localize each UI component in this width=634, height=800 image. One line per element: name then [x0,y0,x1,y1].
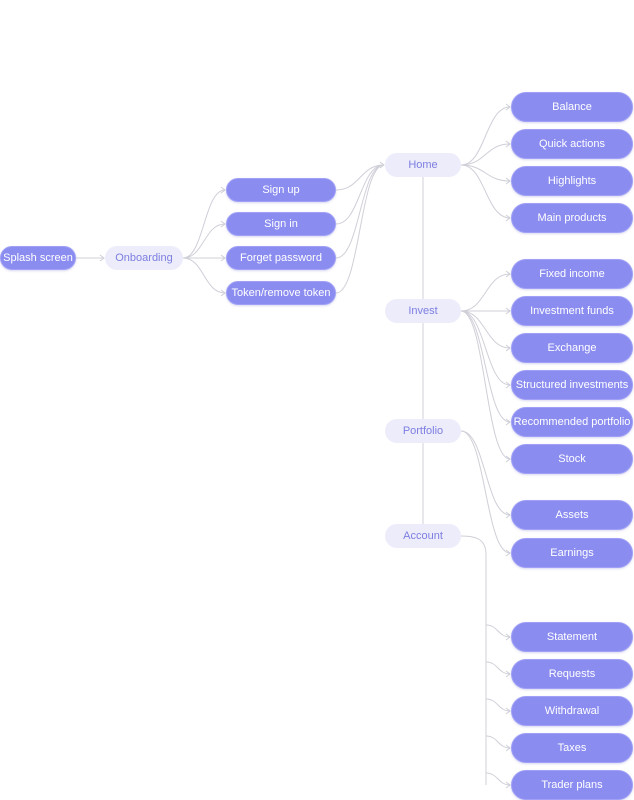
node-withdrawal: Withdrawal [511,696,633,726]
node-recommended-portfolio: Recommended portfolio [511,407,633,437]
node-forget-password: Forget password [226,246,336,270]
connector-line [485,624,511,638]
connector-line [335,164,385,259]
connector-arrow [505,455,511,463]
connector-line [460,430,511,554]
connector-arrow [505,177,511,185]
connector-line [460,310,511,386]
connector-arrow [505,381,511,389]
connector-line [182,223,226,259]
connector-arrow [505,707,511,715]
connector-line [460,430,511,516]
node-main-products: Main products [511,203,633,233]
connector-line [485,735,511,749]
connector-line [182,189,226,259]
node-assets: Assets [511,500,633,530]
connector-arrow [505,418,511,426]
connector-arrow [505,781,511,789]
connector-line [485,661,511,675]
connector-arrow [505,633,511,641]
node-invest: Invest [385,299,461,323]
connector-arrow [220,186,226,194]
node-balance: Balance [511,92,633,122]
connector-arrow [220,289,226,297]
node-taxes: Taxes [511,733,633,763]
connector-line [460,310,511,423]
node-account: Account [385,524,461,548]
connector-arrow [505,670,511,678]
node-quick-actions: Quick actions [511,129,633,159]
connector-arrow [505,307,511,315]
connector-arrow [505,270,511,278]
connector-line [460,535,487,785]
node-investment-funds: Investment funds [511,296,633,326]
connector-arrow [505,103,511,111]
connector-line [335,164,385,191]
connector-arrow [220,254,226,262]
connector-arrow [379,161,385,169]
node-token-remove-token: Token/remove token [226,281,336,305]
node-onboarding: Onboarding [105,246,183,270]
connector-line [460,273,511,312]
node-structured-investments: Structured investments [511,370,633,400]
node-requests: Requests [511,659,633,689]
node-stock: Stock [511,444,633,474]
node-fixed-income: Fixed income [511,259,633,289]
connector-line [335,164,385,225]
connector-line [182,257,226,294]
connector-line [485,698,511,712]
connector-arrow [220,220,226,228]
connector-line [460,310,511,349]
connector-line [485,772,511,786]
connector-arrow [505,744,511,752]
node-home: Home [385,153,461,177]
connector-line [460,164,511,219]
node-sign-in: Sign in [226,212,336,236]
node-highlights: Highlights [511,166,633,196]
node-splash-screen: Splash screen [0,246,76,270]
node-portfolio: Portfolio [385,419,461,443]
connector-line [460,310,511,460]
connector-line [460,106,511,166]
node-sign-up: Sign up [226,178,336,202]
connector-arrow [505,511,511,519]
connector-arrow [505,214,511,222]
node-earnings: Earnings [511,538,633,568]
connector-arrow [505,549,511,557]
connector-line [335,164,385,294]
connector-arrow [99,254,105,262]
node-exchange: Exchange [511,333,633,363]
connector-arrow [505,140,511,148]
connector-line [460,143,511,166]
node-trader-plans: Trader plans [511,770,633,800]
connector-line [460,164,511,182]
node-statement: Statement [511,622,633,652]
connector-arrow [505,344,511,352]
